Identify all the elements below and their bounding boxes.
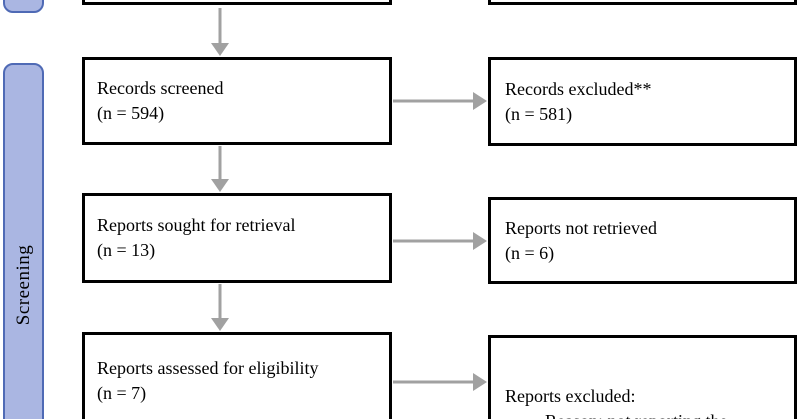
reports-sought-label: Reports sought for retrieval [97, 215, 296, 235]
right-arrow-icon-2 [393, 232, 487, 250]
box-reports-sought: Reports sought for retrieval (n = 13) [82, 193, 392, 283]
reports-sought-count: (n = 13) [97, 240, 156, 260]
records-excluded-count: (n = 581) [505, 103, 573, 124]
records-excluded-label: Records excluded** [505, 78, 652, 99]
reports-assessed-count: (n = 7) [97, 383, 147, 403]
box-records-excluded: Records excluded** (n = 581) [488, 57, 797, 146]
records-screened-label: Records screened [97, 78, 224, 98]
right-arrow-icon-3 [393, 373, 487, 391]
reports-not-retrieved-count: (n = 6) [505, 242, 555, 263]
phase-tab-partial-top [3, 0, 44, 13]
box-reports-assessed: Reports assessed for eligibility (n = 7) [82, 332, 392, 419]
box-reports-not-retrieved: Reports not retrieved (n = 6) [488, 197, 797, 284]
box-reports-excluded: Reports excluded: Reason: not reporting … [488, 335, 797, 419]
reports-excluded-reason: Reason: not reporting the [545, 409, 786, 419]
box-identification-left-partial [82, 0, 392, 5]
down-arrow-icon-2 [211, 146, 229, 192]
down-arrow-icon-1 [211, 8, 229, 56]
records-screened-count: (n = 594) [97, 103, 165, 123]
phase-tab-screening [3, 63, 44, 419]
right-arrow-icon-1 [393, 92, 487, 110]
box-identification-right-partial [488, 0, 797, 5]
down-arrow-icon-3 [211, 284, 229, 331]
reports-not-retrieved-label: Reports not retrieved [505, 217, 657, 238]
reports-excluded-label: Reports excluded: [505, 386, 636, 406]
phase-label-screening: Screening [13, 244, 34, 326]
box-records-screened: Records screened (n = 594) [82, 57, 392, 145]
reports-assessed-label: Reports assessed for eligibility [97, 358, 319, 378]
